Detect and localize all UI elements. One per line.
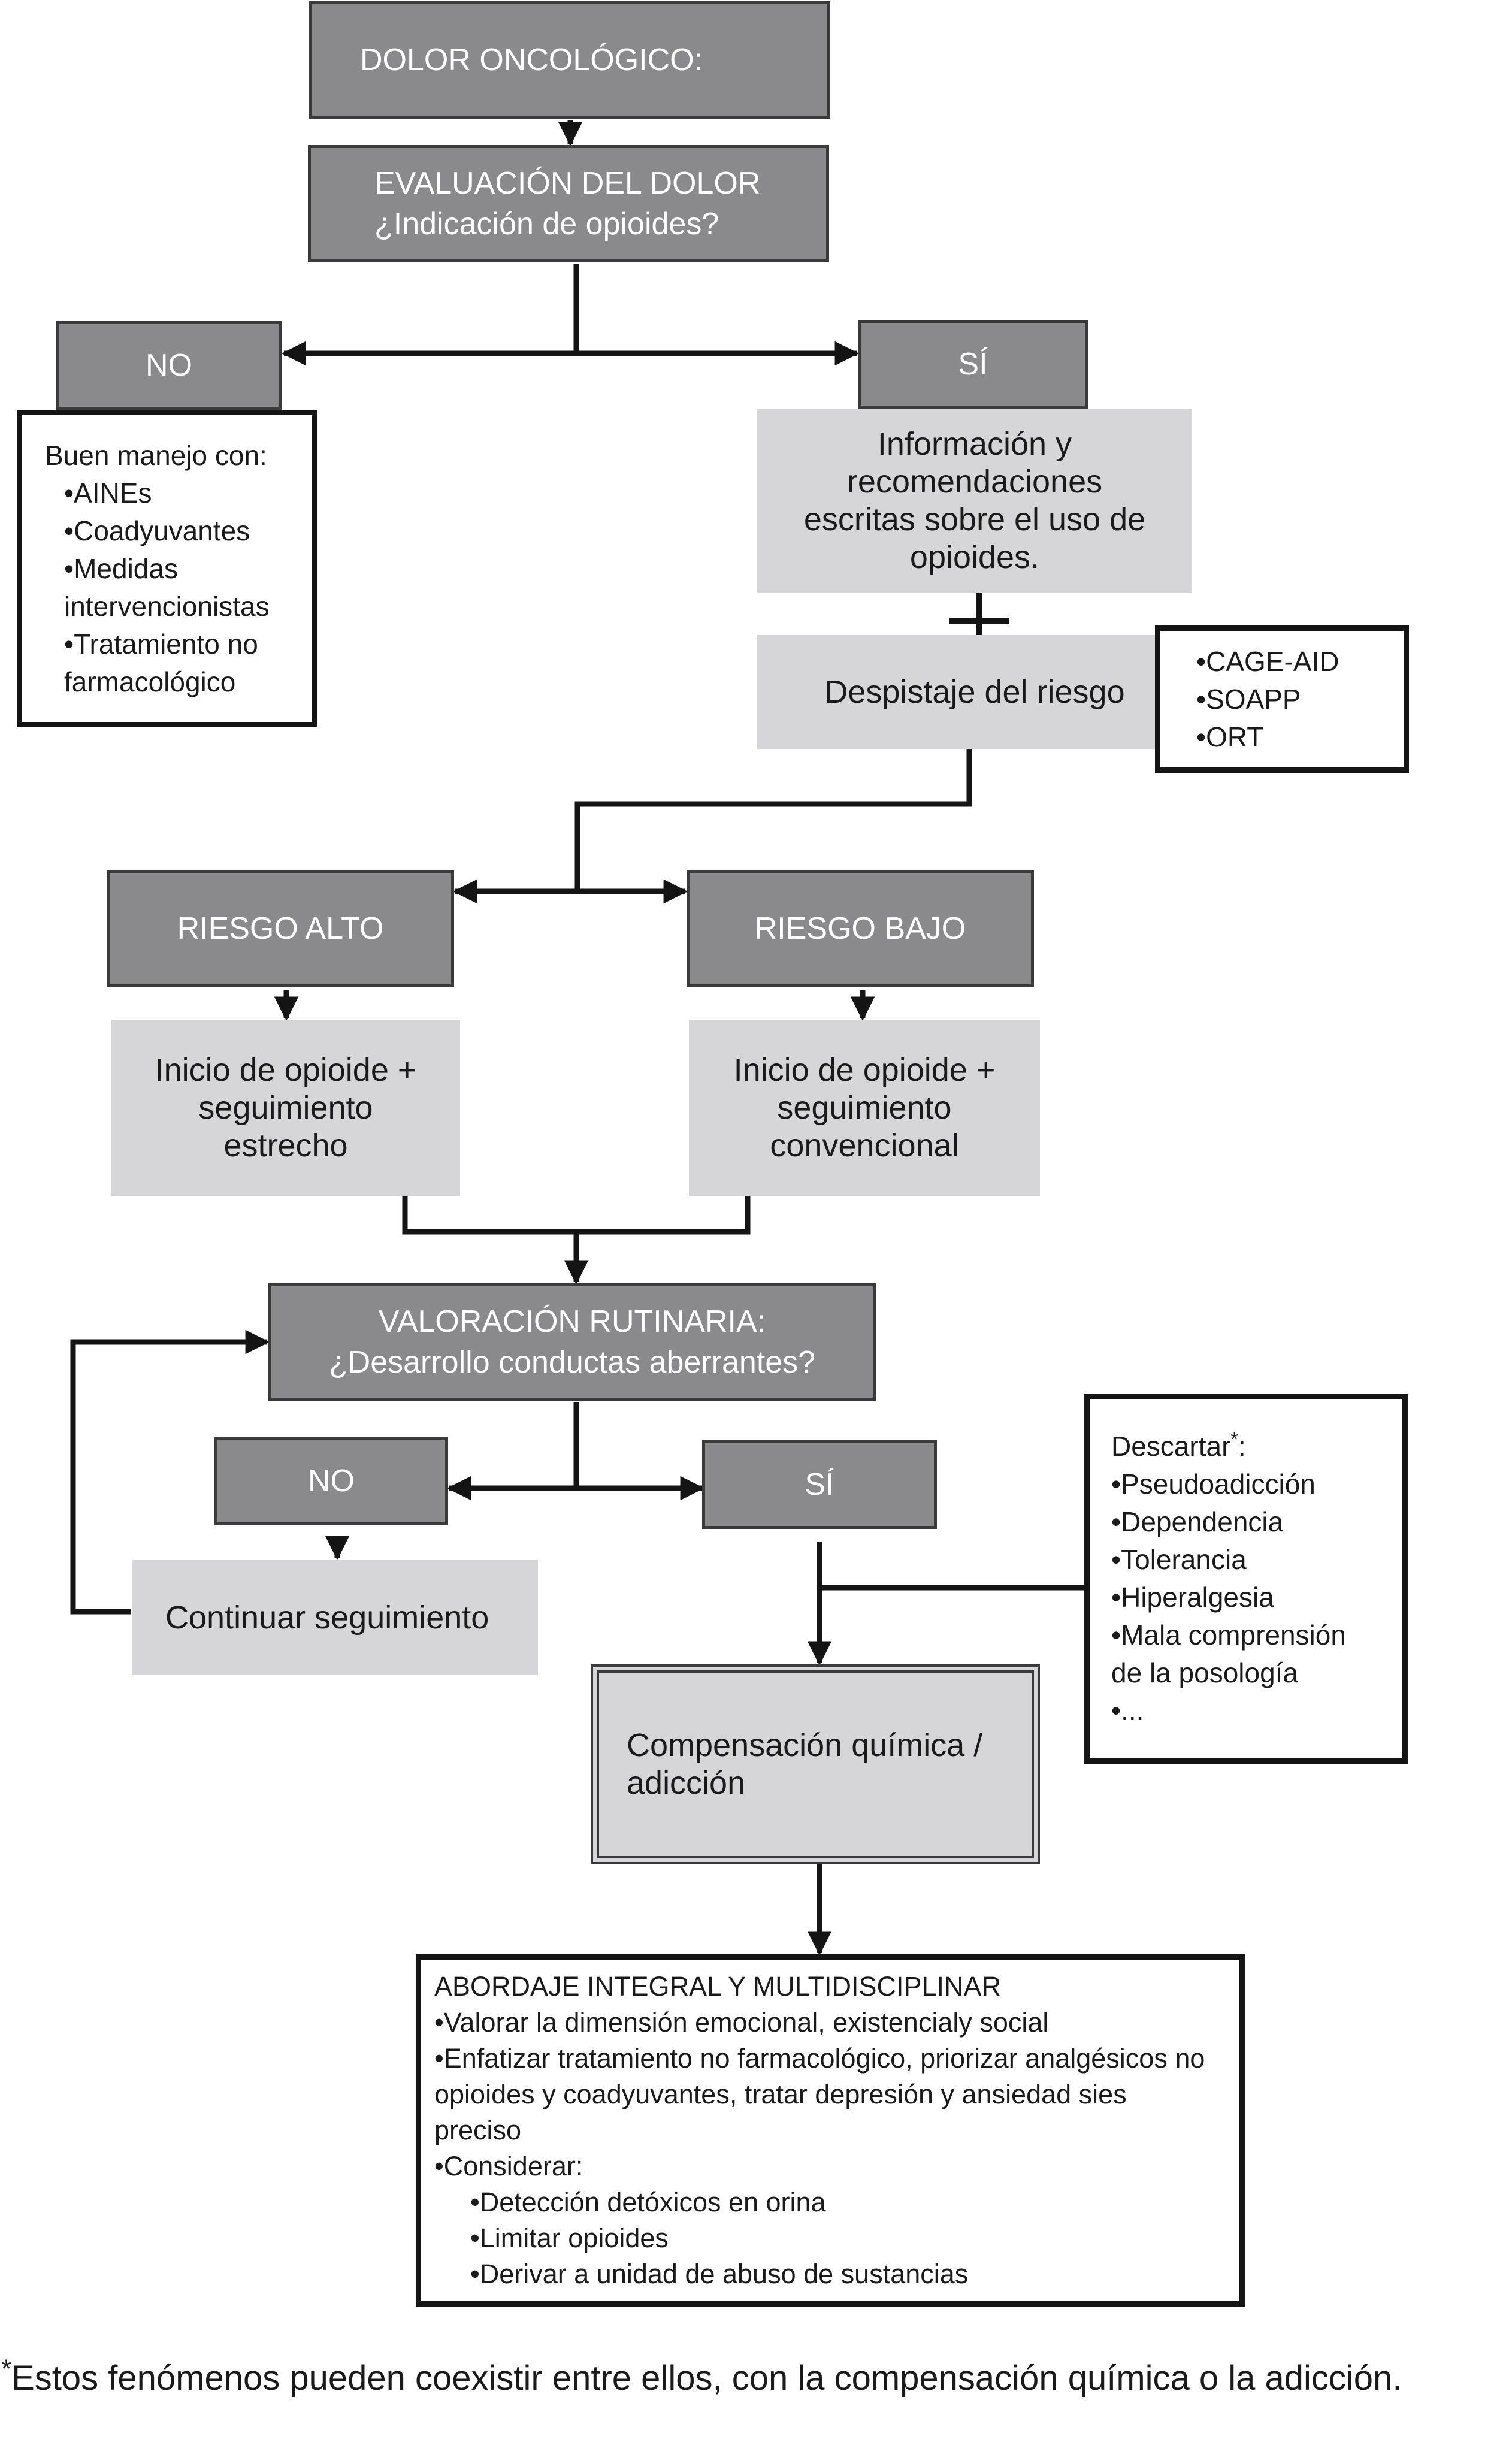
inicio-estrecho-line-2: seguimiento bbox=[198, 1089, 373, 1126]
valoracion-question: ¿Desarrollo conductas aberrantes? bbox=[328, 1345, 816, 1380]
footnote-asterisk: * bbox=[1, 2354, 12, 2384]
inicio-convencional-line-3: convencional bbox=[770, 1127, 959, 1163]
evaluacion-question: ¿Indicación de opioides? bbox=[374, 207, 719, 241]
no-box-1: NO bbox=[56, 321, 282, 410]
descartar-item-ellipsis: •... bbox=[1111, 1695, 1144, 1726]
abordaje-title: ABORDAJE INTEGRAL Y MULTIDISCIPLINAR bbox=[434, 1971, 1002, 2002]
buen-manejo-item-aines: •AINEs bbox=[64, 477, 152, 509]
buen-manejo-item-medidas: •Medidas bbox=[64, 552, 178, 584]
loop-continuar-to-valoracion bbox=[70, 1329, 270, 1615]
si-box-2: SÍ bbox=[702, 1440, 937, 1529]
escala-soapp: •SOAPP bbox=[1196, 683, 1301, 715]
riesgo-alto-box: RIESGO ALTO bbox=[107, 870, 454, 987]
inicio-estrecho-line-3: estrecho bbox=[223, 1127, 348, 1163]
line-merge-inicio bbox=[402, 1196, 751, 1235]
compensacion-box: Compensación química / adicción bbox=[597, 1670, 1034, 1858]
riesgo-alto-label: RIESGO ALTO bbox=[177, 911, 384, 946]
escalas-box: •CAGE-AID •SOAPP •ORT bbox=[1155, 625, 1409, 773]
continuar-label: Continuar seguimiento bbox=[165, 1599, 489, 1636]
evaluacion-box: EVALUACIÓN DEL DOLOR ¿Indicación de opio… bbox=[308, 145, 829, 262]
abordaje-sub-deteccion: •Detección detóxicos en orina bbox=[470, 2187, 826, 2217]
footnote: *Estos fenómenos pueden coexistir entre … bbox=[1, 2356, 1511, 2410]
descartar-title-text: Descartar bbox=[1111, 1431, 1231, 1462]
valoracion-title: VALORACIÓN RUTINARIA: bbox=[378, 1304, 766, 1339]
no-label-2: NO bbox=[308, 1464, 355, 1498]
descartar-item-posologia: de la posología bbox=[1111, 1657, 1299, 1688]
compensacion-outer-frame: Compensación química / adicción bbox=[591, 1664, 1040, 1864]
footnote-text: Estos fenómenos pueden coexistir entre e… bbox=[11, 2359, 1402, 2398]
informacion-line-4: opioides. bbox=[909, 539, 1040, 575]
inicio-estrecho-box: Inicio de opioide + seguimiento estrecho bbox=[111, 1020, 460, 1196]
riesgo-bajo-label: RIESGO BAJO bbox=[754, 911, 966, 946]
dolor-oncologico-label: DOLOR ONCOLÓGICO: bbox=[360, 43, 703, 77]
si-label-2: SÍ bbox=[805, 1467, 834, 1502]
inicio-estrecho-line-1: Inicio de opioide + bbox=[155, 1051, 417, 1088]
abordaje-line-3: opioides y coadyuvantes, tratar depresió… bbox=[434, 2079, 1127, 2109]
descartar-item-hiperalgesia: •Hiperalgesia bbox=[1111, 1582, 1274, 1613]
buen-manejo-box: Buen manejo con: •AINEs •Coadyuvantes •M… bbox=[17, 410, 317, 727]
descartar-item-tolerancia: •Tolerancia bbox=[1111, 1544, 1247, 1575]
descartar-item-mala-comprension: •Mala comprensión bbox=[1111, 1619, 1346, 1651]
inicio-convencional-line-1: Inicio de opioide + bbox=[733, 1051, 996, 1088]
buen-manejo-item-tratamiento-cont: farmacológico bbox=[64, 666, 236, 697]
escala-ort: •ORT bbox=[1196, 721, 1264, 752]
descartar-title: Descartar*: bbox=[1111, 1428, 1402, 1465]
buen-manejo-item-coadyuvantes: •Coadyuvantes bbox=[64, 515, 250, 546]
no-label-1: NO bbox=[146, 348, 192, 383]
compensacion-line-2: adicción bbox=[627, 1765, 746, 1801]
si-label-1: SÍ bbox=[958, 347, 988, 382]
informacion-line-1: Información y bbox=[877, 426, 1072, 462]
abordaje-sub-derivar: •Derivar a unidad de abuso de sustancias bbox=[470, 2259, 969, 2289]
buen-manejo-title: Buen manejo con: bbox=[45, 439, 267, 471]
informacion-line-3: escritas sobre el uso de bbox=[803, 501, 1146, 537]
abordaje-sub-limitar: •Limitar opioides bbox=[470, 2223, 669, 2253]
dolor-oncologico-box: DOLOR ONCOLÓGICO: bbox=[309, 1, 830, 119]
descartar-colon: : bbox=[1238, 1431, 1246, 1462]
evaluacion-title: EVALUACIÓN DEL DOLOR bbox=[374, 166, 761, 201]
descartar-item-dependencia: •Dependencia bbox=[1111, 1506, 1284, 1537]
inicio-convencional-box: Inicio de opioide + seguimiento convenci… bbox=[689, 1020, 1040, 1196]
continuar-box: Continuar seguimiento bbox=[132, 1560, 538, 1675]
si-box-1: SÍ bbox=[858, 320, 1088, 409]
despistaje-label: Despistaje del riesgo bbox=[824, 673, 1125, 710]
abordaje-line-4: preciso bbox=[434, 2115, 522, 2145]
buen-manejo-item-tratamiento: •Tratamiento no bbox=[64, 628, 258, 660]
abordaje-line-1: •Valorar la dimensión emocional, existen… bbox=[434, 2007, 1049, 2038]
compensacion-line-1: Compensación química / bbox=[627, 1727, 983, 1763]
despistaje-box: Despistaje del riesgo bbox=[757, 635, 1192, 749]
informacion-box: Información y recomendaciones escritas s… bbox=[757, 409, 1192, 593]
descartar-box: Descartar*: •Pseudoadicción •Dependencia… bbox=[1084, 1394, 1408, 1764]
buen-manejo-item-medidas-cont: intervencionistas bbox=[64, 590, 270, 622]
informacion-line-2: recomendaciones bbox=[846, 464, 1103, 500]
descartar-item-pseudoadiccion: •Pseudoadicción bbox=[1111, 1468, 1316, 1500]
no-box-2: NO bbox=[214, 1437, 448, 1525]
abordaje-line-2: •Enfatizar tratamiento no farmacológico,… bbox=[434, 2043, 1205, 2074]
line-despistaje-to-risk bbox=[574, 749, 972, 891]
asterisk-mark: * bbox=[1230, 1428, 1238, 1450]
escala-cage-aid: •CAGE-AID bbox=[1196, 645, 1339, 677]
abordaje-box: ABORDAJE INTEGRAL Y MULTIDISCIPLINAR •Va… bbox=[416, 1954, 1245, 2307]
valoracion-box: VALORACIÓN RUTINARIA: ¿Desarrollo conduc… bbox=[268, 1283, 876, 1401]
abordaje-line-5: •Considerar: bbox=[434, 2151, 583, 2181]
riesgo-bajo-box: RIESGO BAJO bbox=[687, 870, 1034, 987]
inicio-convencional-line-2: seguimiento bbox=[777, 1089, 952, 1126]
